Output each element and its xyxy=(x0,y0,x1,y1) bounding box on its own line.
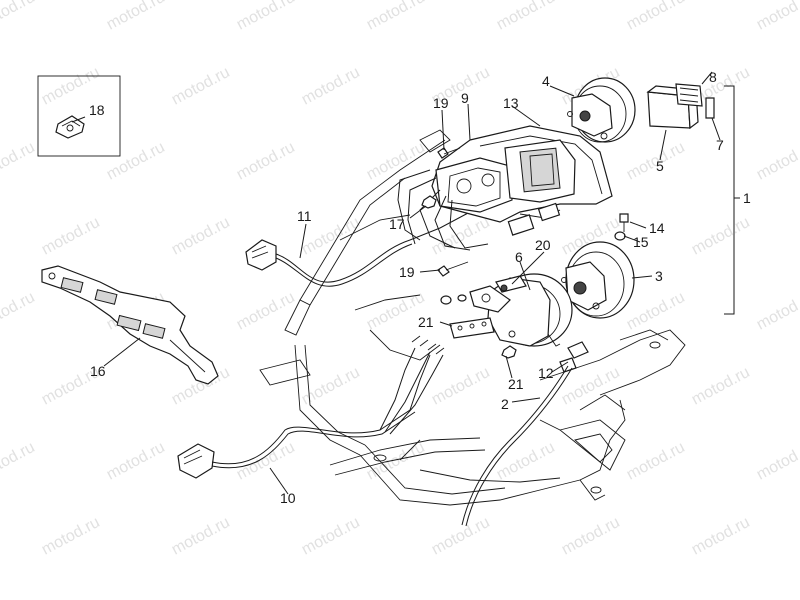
gauge-4 xyxy=(567,77,636,143)
bracket-part-16 xyxy=(41,265,219,385)
watermark-text: motod.ru xyxy=(754,139,800,184)
watermark-text: motod.ru xyxy=(234,439,298,484)
watermark-text: motod.ru xyxy=(104,139,168,184)
callout-18: 18 xyxy=(89,102,105,118)
lamp-assembly-5-7-8 xyxy=(646,83,715,130)
watermark-text: motod.ru xyxy=(429,364,493,409)
gauge-3 xyxy=(561,241,635,319)
watermark-text: motod.ru xyxy=(234,289,298,334)
watermark-text: motod.ru xyxy=(169,214,233,259)
callout-17: 17 xyxy=(389,216,405,232)
callout-16: 16 xyxy=(90,363,106,379)
watermark-text: motod.ru xyxy=(689,514,753,559)
watermark-text: motod.ru xyxy=(689,214,753,259)
callout-7: 7 xyxy=(716,137,724,153)
fasteners xyxy=(411,147,629,373)
watermark-text: motod.ru xyxy=(624,439,688,484)
watermark-text: motod.ru xyxy=(624,0,688,34)
callout-labels: 1 2 3 4 5 6 7 8 9 10 11 12 13 14 15 16 1… xyxy=(89,69,751,506)
speedo-cable-2 xyxy=(461,365,573,527)
callout-8: 8 xyxy=(709,69,717,85)
watermark-text: motod.ru xyxy=(624,289,688,334)
watermark-text: motod.ru xyxy=(234,139,298,184)
callout-10: 10 xyxy=(280,490,296,506)
watermark-text: motod.ru xyxy=(494,0,558,34)
callout-19-upper: 19 xyxy=(433,95,449,111)
callout-4: 4 xyxy=(542,73,550,89)
watermark-text: motod.ru xyxy=(754,439,800,484)
watermark-text: motod.ru xyxy=(689,364,753,409)
watermark-text: motod.ru xyxy=(169,514,233,559)
watermark-text: motod.ru xyxy=(494,439,558,484)
callout-1: 1 xyxy=(743,190,751,206)
watermark-text: motod.ru xyxy=(364,0,428,34)
watermark-text: motod.ru xyxy=(299,514,363,559)
watermark-text: motod.ru xyxy=(0,0,38,34)
wire-harness-11 xyxy=(245,211,471,287)
callout-21-upper: 21 xyxy=(418,314,434,330)
instrument-housing-upper xyxy=(397,125,613,251)
frame-structure xyxy=(259,129,686,506)
callout-6: 6 xyxy=(515,249,523,265)
inset-box-part-18 xyxy=(37,75,121,157)
callout-20: 20 xyxy=(535,237,551,253)
callout-12: 12 xyxy=(538,365,554,381)
callout-14: 14 xyxy=(649,220,665,236)
watermark-text: motod.ru xyxy=(299,64,363,109)
watermark-text: motod.ru xyxy=(429,514,493,559)
watermark-text: motod.ru xyxy=(0,439,38,484)
watermark-text: motod.ru xyxy=(754,289,800,334)
watermark-text: motod.ru xyxy=(364,439,428,484)
callout-3: 3 xyxy=(655,268,663,284)
callout-5: 5 xyxy=(656,158,664,174)
watermark-text: motod.ru xyxy=(104,439,168,484)
watermark-text: motod.ru xyxy=(104,0,168,34)
watermark-text: motod.ru xyxy=(234,0,298,34)
watermark-text: motod.ru xyxy=(0,139,38,184)
callout-15: 15 xyxy=(633,234,649,250)
watermark-text: motod.ru xyxy=(754,0,800,34)
watermark-text: motod.ru xyxy=(39,214,103,259)
gauge-6-assembly xyxy=(469,273,573,347)
callout-9: 9 xyxy=(461,90,469,106)
callout-13: 13 xyxy=(503,95,519,111)
callout-21-lower: 21 xyxy=(508,376,524,392)
callout-11: 11 xyxy=(297,208,312,224)
callout-2: 2 xyxy=(501,396,509,412)
watermark-text: motod.ru xyxy=(559,514,623,559)
watermark-text: motod.ru xyxy=(39,514,103,559)
watermark-text: motod.ru xyxy=(0,289,38,334)
watermark-text: motod.ru xyxy=(364,139,428,184)
wire-harness-10 xyxy=(177,347,444,479)
watermark-text: motod.ru xyxy=(429,214,493,259)
leader-lines xyxy=(71,71,740,495)
callout-19-lower: 19 xyxy=(399,264,415,280)
watermark-text: motod.ru xyxy=(169,64,233,109)
